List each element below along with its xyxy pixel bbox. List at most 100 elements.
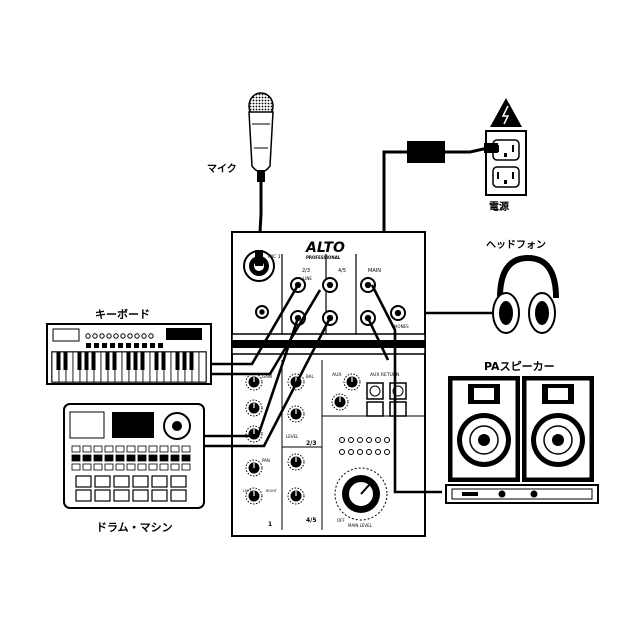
keyboard-button xyxy=(94,343,99,348)
drum-button xyxy=(82,445,92,453)
drum-button xyxy=(104,445,114,453)
keyboard-button xyxy=(150,343,155,348)
headphones xyxy=(492,254,559,334)
black-key xyxy=(133,352,138,370)
audio-cables xyxy=(204,284,442,494)
keyboard-button xyxy=(134,343,139,348)
amplifier xyxy=(445,484,599,504)
drum-pad xyxy=(170,489,187,502)
black-key xyxy=(175,352,180,370)
drum-button xyxy=(159,463,169,471)
pa-speaker xyxy=(448,376,520,482)
channel-23-label: 2/3 xyxy=(306,440,317,447)
mic-caption: マイク xyxy=(207,163,237,175)
mic-input-label: MIC 1 xyxy=(268,254,281,260)
drum-button xyxy=(93,454,103,462)
aux-return-label: AUX RETURN xyxy=(370,372,399,378)
microphone xyxy=(248,92,274,182)
black-key xyxy=(63,352,68,370)
pa-speaker xyxy=(522,376,594,482)
power-adapter xyxy=(382,141,498,232)
right-label: RIGHT xyxy=(266,489,278,493)
drum-button xyxy=(71,454,81,462)
black-key xyxy=(140,352,145,370)
black-key xyxy=(161,352,166,370)
keyboard-knob xyxy=(120,333,126,339)
led-indicator xyxy=(375,437,381,443)
led-indicator xyxy=(348,437,354,443)
keyboard-knob xyxy=(99,333,105,339)
jack-hole xyxy=(326,281,334,289)
black-key xyxy=(77,352,82,370)
black-key xyxy=(182,352,187,370)
black-key xyxy=(84,352,89,370)
keyboard-knob xyxy=(106,333,112,339)
drum-button xyxy=(181,463,191,471)
black-key xyxy=(105,352,110,370)
keyboard-knob xyxy=(92,333,98,339)
drum-panel xyxy=(69,411,105,439)
section-23-label: 2/3 xyxy=(302,268,310,274)
drum-pad xyxy=(113,475,130,488)
drum-button xyxy=(71,463,81,471)
drum-pad xyxy=(151,489,168,502)
speaker-horn-mouth xyxy=(548,388,568,400)
drum-button xyxy=(126,454,136,462)
keyboard-button xyxy=(142,343,147,348)
drum-pad xyxy=(132,489,149,502)
drum-button xyxy=(104,463,114,471)
drum-button xyxy=(115,463,125,471)
keyboard-button xyxy=(110,343,115,348)
jack-hole xyxy=(364,281,372,289)
black-key xyxy=(112,352,117,370)
bal-label: BAL xyxy=(306,374,314,379)
drum-button xyxy=(126,463,136,471)
power-outlet xyxy=(485,98,527,196)
drum-button xyxy=(181,445,191,453)
keyboard-knob xyxy=(127,333,133,339)
black-key xyxy=(154,352,159,370)
mixer-sub-brand: PROFESSIONAL xyxy=(306,255,341,260)
speaker-horn-mouth xyxy=(474,388,494,400)
drum-button xyxy=(148,445,158,453)
drum-button xyxy=(82,454,92,462)
led-indicator xyxy=(339,437,345,443)
drum-button xyxy=(82,463,92,471)
power-caption: 電源 xyxy=(489,200,509,213)
led-indicator xyxy=(366,437,372,443)
mixer-brand: ALTO xyxy=(305,240,345,256)
drum-pad xyxy=(170,475,187,488)
drum-button xyxy=(148,463,158,471)
keyboard-knob xyxy=(141,333,147,339)
keyboard-button xyxy=(118,343,123,348)
drum-button xyxy=(93,463,103,471)
black-key xyxy=(189,352,194,370)
drum-pad xyxy=(151,475,168,488)
led-indicator xyxy=(339,449,345,455)
black-key xyxy=(91,352,96,370)
level-label: LEVEL xyxy=(286,434,299,439)
section-45-label: 4/5 xyxy=(338,268,346,274)
drum-machine-caption: ドラム・マシン xyxy=(96,521,173,534)
drum-button xyxy=(159,454,169,462)
main-level-knob xyxy=(334,467,388,521)
drum-pad xyxy=(75,475,92,488)
drum-button xyxy=(170,463,180,471)
drum-button xyxy=(137,463,147,471)
keyboard-caption: キーボード xyxy=(95,307,150,321)
drum-pad xyxy=(132,475,149,488)
keyboard-knob xyxy=(113,333,119,339)
jack-hole xyxy=(394,309,402,317)
white-key xyxy=(198,351,207,383)
mic-input-jack xyxy=(243,250,275,282)
gain-label: GAIN xyxy=(262,374,272,379)
led-indicator xyxy=(357,437,363,443)
led-indicator xyxy=(357,449,363,455)
keyboard xyxy=(46,323,212,385)
led-indicator xyxy=(348,449,354,455)
drum-button xyxy=(170,454,180,462)
speaker-dust-cap xyxy=(478,434,490,446)
pan-label: PAN xyxy=(262,458,270,463)
phones-label: PHONES xyxy=(392,324,409,329)
